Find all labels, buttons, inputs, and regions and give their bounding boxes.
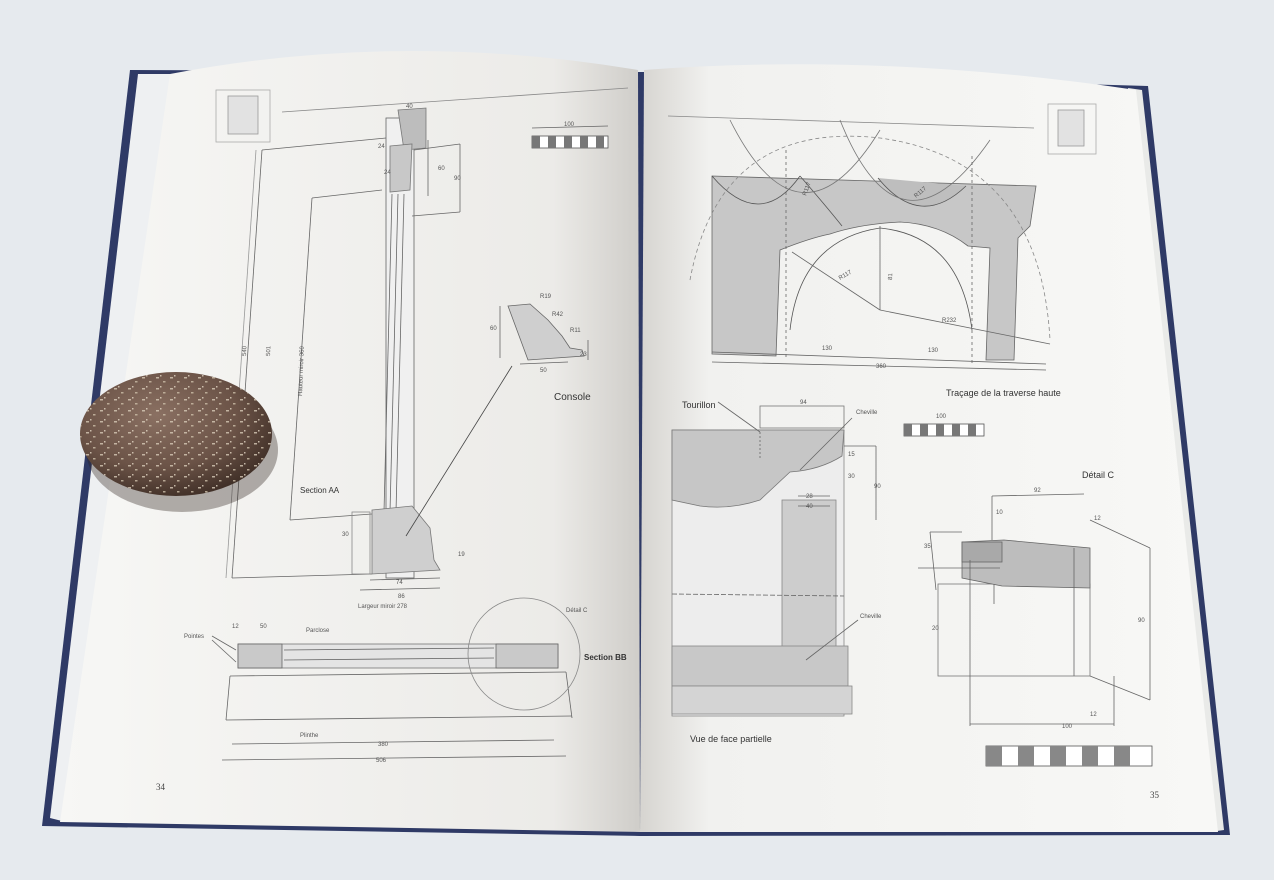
dim-130b: 130 xyxy=(928,348,939,354)
dim-15: 15 xyxy=(848,452,855,458)
dim-24b: 24 xyxy=(384,170,391,176)
left-page xyxy=(60,50,640,832)
plinthe-label: Plinthe xyxy=(300,733,319,739)
detail-c-label-left: Détail C xyxy=(566,608,588,614)
dim-60: 60 xyxy=(438,166,445,172)
upper-rail-tracing xyxy=(689,119,1051,371)
pebble xyxy=(80,372,278,512)
header-rule xyxy=(281,87,629,113)
dim-81: 81 xyxy=(888,273,894,281)
page-number-left: 34 xyxy=(156,782,166,792)
console-leader-arrow xyxy=(405,365,513,537)
dim-12b: 12 xyxy=(1090,712,1097,718)
dim-r11: R11 xyxy=(570,328,581,334)
section-bb-label: Section BB xyxy=(584,653,627,662)
dim-92: 92 xyxy=(1034,488,1041,494)
dim-12a: 12 xyxy=(1094,516,1101,522)
detail-c-drawing xyxy=(918,493,1151,726)
dim-130a: 130 xyxy=(822,346,833,352)
dim-506: 506 xyxy=(376,758,387,764)
dim-90: 90 xyxy=(454,176,461,182)
largeur-miroir-label: Largeur miroir 278 xyxy=(358,604,408,610)
dim-r232: R232 xyxy=(942,318,957,324)
cheville-top-label: Cheville xyxy=(856,410,878,416)
left-page-drawings xyxy=(211,87,629,761)
page-number-right: 35 xyxy=(1150,790,1160,800)
dim-74: 74 xyxy=(396,580,403,586)
vue-de-face xyxy=(671,401,877,717)
header-window-icon xyxy=(215,89,271,143)
dim-40: 40 xyxy=(406,104,413,110)
pointes-label: Pointes xyxy=(184,634,204,640)
dim-19: 19 xyxy=(458,552,465,558)
left-page-text: Console Section AA Section BB Détail C L… xyxy=(156,104,627,792)
dim-r117a: R117 xyxy=(802,181,813,197)
console-title: Console xyxy=(554,392,591,403)
dim-30: 30 xyxy=(848,474,855,480)
dim-30: 30 xyxy=(342,532,349,538)
right-page-drawings xyxy=(667,103,1153,767)
dim-console-60: 60 xyxy=(490,326,497,332)
dim-r19: R19 xyxy=(540,294,552,300)
dim-86: 86 xyxy=(398,594,405,600)
tourillon-label: Tourillon xyxy=(682,400,716,410)
dim-540: 540 xyxy=(242,345,248,356)
dim-r42: R42 xyxy=(552,312,564,318)
dim-50: 50 xyxy=(260,624,267,630)
tracage-caption: Traçage de la traverse haute xyxy=(946,388,1061,398)
dim-console-23: 23 xyxy=(580,352,587,358)
detail-c-label-right: Détail C xyxy=(1082,470,1115,480)
cheville-mid-label: Cheville xyxy=(860,614,882,620)
section-aa-outline xyxy=(261,137,387,151)
hauteur-miroir-label: Hauteur miroir 360 xyxy=(298,346,306,397)
dim-380: 380 xyxy=(378,742,389,748)
dim-console-50: 50 xyxy=(540,368,547,374)
detail-c-circle xyxy=(467,597,581,711)
dim-10: 10 xyxy=(996,510,1003,516)
header-rule-right xyxy=(667,115,1035,129)
dim-28: 28 xyxy=(806,494,813,500)
vue-de-face-caption: Vue de face partielle xyxy=(690,734,772,744)
header-window-icon-right xyxy=(1047,103,1097,155)
section-aa-label: Section AA xyxy=(300,486,340,495)
console-profile xyxy=(507,303,585,361)
dim-24a: 24 xyxy=(378,144,385,150)
dim-94: 94 xyxy=(800,400,807,406)
dim-90: 90 xyxy=(874,484,881,490)
dim-360: 360 xyxy=(876,364,887,370)
dim-100: 100 xyxy=(1062,724,1073,730)
scale-label-left: 100 xyxy=(564,122,575,128)
dim-12: 12 xyxy=(232,624,239,630)
parclose-label: Parclose xyxy=(306,628,330,634)
dim-90b: 90 xyxy=(1138,618,1145,624)
scale-label-right: 100 xyxy=(936,414,947,420)
dim-501: 501 xyxy=(266,345,272,356)
dim-20: 20 xyxy=(932,626,939,632)
dim-40: 40 xyxy=(806,504,813,510)
dim-35: 35 xyxy=(924,544,931,550)
